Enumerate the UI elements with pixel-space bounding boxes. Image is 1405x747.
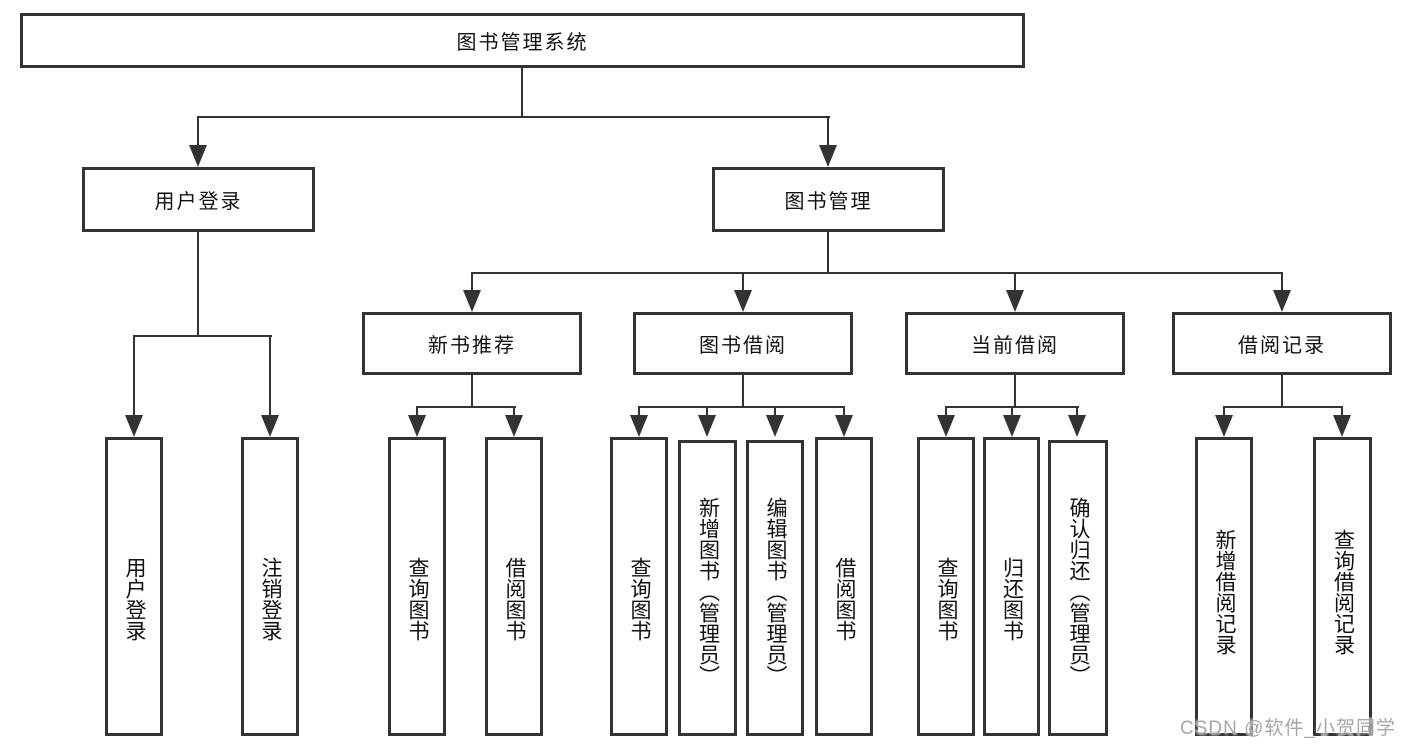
connector-shaft xyxy=(513,406,515,420)
arrowhead-down xyxy=(835,415,853,437)
connector-shaft xyxy=(269,335,271,420)
connector-splitter xyxy=(1223,406,1343,408)
connector-shaft xyxy=(1281,272,1283,295)
arrowhead-down xyxy=(766,415,784,437)
leaf-query-books-borrowing: 查询图书 xyxy=(610,437,668,736)
arrowhead-down xyxy=(1068,415,1086,437)
leaf-label: 查询借阅记录 xyxy=(1331,528,1355,655)
leaf-borrow-books-borrowing: 借阅图书 xyxy=(815,437,873,736)
connector-shaft xyxy=(1011,406,1013,420)
leaf-logout: 注销登录 xyxy=(241,437,299,736)
arrowhead-down xyxy=(1273,290,1291,312)
connector-stem xyxy=(1281,375,1283,408)
connector-shaft xyxy=(843,406,845,420)
node-current-borrowing: 当前借阅 xyxy=(905,312,1125,375)
leaf-label: 编辑图书（管理员） xyxy=(764,497,787,686)
connector-bookmgmt-stem xyxy=(827,232,829,274)
connector-shaft xyxy=(827,116,829,150)
connector-shaft xyxy=(416,406,418,420)
arrowhead-down xyxy=(189,145,207,167)
leaf-label: 借阅图书 xyxy=(833,556,856,641)
leaf-query-books-recommend: 查询图书 xyxy=(388,437,446,736)
connector-shaft xyxy=(1014,272,1016,295)
arrowhead-down xyxy=(505,415,523,437)
arrowhead-down xyxy=(125,415,143,437)
node-label: 当前借阅 xyxy=(971,335,1059,357)
leaf-user-login: 用户登录 xyxy=(105,437,163,736)
leaf-return-books: 归还图书 xyxy=(983,437,1040,736)
arrowhead-down xyxy=(463,290,481,312)
leaf-label: 确认归还（管理员） xyxy=(1067,497,1090,686)
arrowhead-down xyxy=(1003,415,1021,437)
connector-shaft xyxy=(133,335,135,420)
leaf-confirm-return-admin: 确认归还（管理员） xyxy=(1048,440,1108,736)
leaf-label: 注销登录 xyxy=(259,556,282,641)
leaf-label: 查询图书 xyxy=(935,556,958,641)
connector-stem xyxy=(471,375,473,408)
leaf-label: 归还图书 xyxy=(1000,556,1024,641)
node-label: 图书管理系统 xyxy=(456,32,589,54)
node-user-login: 用户登录 xyxy=(82,167,315,232)
node-book-management-system: 图书管理系统 xyxy=(20,13,1025,68)
connector-stem xyxy=(742,375,744,408)
node-book-borrowing: 图书借阅 xyxy=(633,312,853,375)
connector-root-stem xyxy=(521,68,523,118)
connector-shaft xyxy=(471,272,473,295)
node-label: 借阅记录 xyxy=(1238,335,1326,357)
node-label: 用户登录 xyxy=(154,191,243,213)
node-book-management: 图书管理 xyxy=(712,167,945,232)
csdn-watermark: CSDN @软件_小贺同学 xyxy=(1180,718,1396,739)
leaf-label: 新增借阅记录 xyxy=(1213,528,1236,655)
leaf-query-books-current: 查询图书 xyxy=(917,437,975,736)
connector-shaft xyxy=(945,406,947,420)
arrowhead-down xyxy=(698,415,716,437)
leaf-add-book-admin: 新增图书（管理员） xyxy=(678,440,737,736)
connector-shaft xyxy=(1223,406,1225,420)
arrowhead-down xyxy=(1333,415,1351,437)
arrowhead-down xyxy=(630,415,648,437)
connector-shaft xyxy=(742,272,744,295)
leaf-borrow-books-recommend: 借阅图书 xyxy=(485,437,543,736)
arrowhead-down xyxy=(1215,415,1233,437)
leaf-label: 借阅图书 xyxy=(503,556,526,641)
arrowhead-down xyxy=(819,145,837,167)
leaf-query-borrow-record: 查询借阅记录 xyxy=(1313,437,1372,736)
arrowhead-down xyxy=(1006,290,1024,312)
leaf-add-borrow-record: 新增借阅记录 xyxy=(1195,437,1253,736)
connector-userlogin-stem xyxy=(197,232,199,337)
connector-bookmgmt-splitter xyxy=(471,272,1283,274)
connector-shaft xyxy=(774,406,776,420)
leaf-label: 查询图书 xyxy=(406,556,429,641)
arrowhead-down xyxy=(261,415,279,437)
connector-splitter xyxy=(416,406,516,408)
connector-stem xyxy=(1014,375,1016,408)
node-borrowing-records: 借阅记录 xyxy=(1172,312,1392,375)
node-label: 图书管理 xyxy=(784,191,873,213)
leaf-label: 用户登录 xyxy=(123,556,146,641)
connector-shaft xyxy=(197,116,199,150)
leaf-label: 查询图书 xyxy=(628,556,651,641)
connector-splitter xyxy=(638,406,845,408)
connector-shaft xyxy=(638,406,640,420)
node-new-book-recommend: 新书推荐 xyxy=(362,312,582,375)
node-label: 新书推荐 xyxy=(428,335,516,357)
arrowhead-down xyxy=(734,290,752,312)
connector-shaft xyxy=(1076,406,1078,420)
connector-userlogin-splitter xyxy=(133,335,272,337)
node-label: 图书借阅 xyxy=(699,335,787,357)
arrowhead-down xyxy=(937,415,955,437)
arrowhead-down xyxy=(408,415,426,437)
connector-shaft xyxy=(1341,406,1343,420)
leaf-label: 新增图书（管理员） xyxy=(696,497,720,686)
connector-shaft xyxy=(706,406,708,420)
leaf-edit-book-admin: 编辑图书（管理员） xyxy=(746,440,804,736)
connector-root-splitter xyxy=(197,116,830,118)
